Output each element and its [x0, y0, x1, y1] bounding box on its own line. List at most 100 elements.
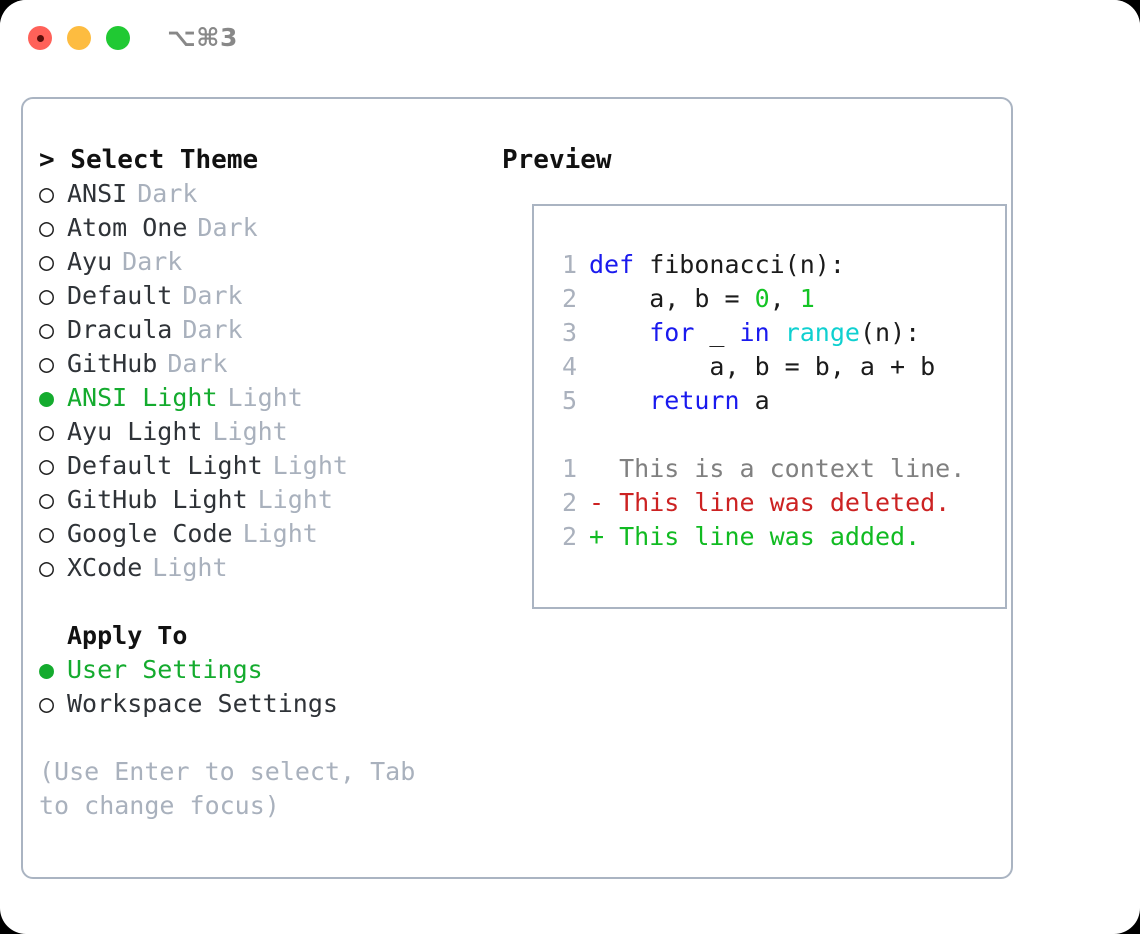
radio-unselected-icon[interactable]: ○ — [39, 689, 55, 718]
code-token: 0 — [754, 284, 770, 313]
theme-option-label: Default Light — [67, 451, 263, 480]
diff-line: 1 This is a context line. — [551, 452, 965, 486]
keyboard-hint-text: (Use Enter to select, Tab to change focu… — [39, 757, 416, 820]
code-token — [589, 318, 649, 347]
theme-option-category: Dark — [182, 315, 243, 344]
theme-option-category: Light — [257, 485, 333, 514]
close-button[interactable] — [28, 26, 52, 50]
theme-option-default[interactable]: ○ Default Dark — [39, 279, 489, 313]
code-token: a, b = — [589, 284, 755, 313]
diff-marker — [589, 454, 619, 483]
radio-unselected-icon[interactable]: ○ — [39, 451, 55, 480]
theme-option-category: Light — [227, 383, 303, 412]
code-token: fibonacci(n): — [634, 250, 845, 279]
theme-option-category: Light — [152, 553, 228, 582]
apply-to-heading: Apply To — [67, 621, 188, 650]
code-line: 3 for _ in range(n): — [551, 316, 965, 350]
code-token — [770, 318, 785, 347]
theme-option-label: ANSI — [67, 179, 128, 208]
line-number: 2 — [561, 522, 577, 551]
code-token: in — [739, 318, 770, 347]
theme-option-category: Light — [212, 417, 288, 446]
line-number: 2 — [561, 488, 577, 517]
list-spacer — [39, 585, 489, 619]
code-token: 1 — [799, 284, 815, 313]
code-line: 4 a, b = b, a + b — [551, 350, 965, 384]
radio-unselected-icon[interactable]: ○ — [39, 417, 55, 446]
theme-option-category: Dark — [122, 247, 183, 276]
theme-option-google-code[interactable]: ○ Google Code Light — [39, 517, 489, 551]
code-token: _ — [694, 318, 740, 347]
hint-spacer — [39, 721, 489, 755]
radio-selected-icon[interactable]: ● — [39, 383, 55, 412]
radio-unselected-icon[interactable]: ○ — [39, 213, 55, 242]
diff-marker: - — [589, 488, 620, 517]
theme-option-category: Dark — [182, 281, 243, 310]
code-token: def — [589, 250, 635, 279]
code-line: 1 def fibonacci(n): — [551, 248, 965, 282]
radio-unselected-icon[interactable]: ○ — [39, 349, 55, 378]
line-number: 3 — [561, 318, 577, 347]
radio-selected-icon[interactable]: ● — [39, 655, 55, 684]
diff-line: 2- This line was deleted. — [551, 486, 965, 520]
theme-option-default-light[interactable]: ○ Default Light Light — [39, 449, 489, 483]
radio-unselected-icon[interactable]: ○ — [39, 485, 55, 514]
radio-unselected-icon[interactable]: ○ — [39, 281, 55, 310]
code-line: 2 a, b = 0, 1 — [551, 282, 965, 316]
line-number: 1 — [561, 454, 577, 483]
theme-option-category: Light — [242, 519, 318, 548]
theme-option-category: Light — [272, 451, 348, 480]
theme-option-label: XCode — [67, 553, 143, 582]
theme-option-label: Default — [67, 281, 173, 310]
diff-line: 2+ This line was added. — [551, 520, 965, 554]
code-line: 5 return a — [551, 384, 965, 418]
theme-option-category: Dark — [167, 349, 228, 378]
keyboard-shortcut-label: ⌥⌘3 — [167, 23, 238, 52]
radio-unselected-icon[interactable]: ○ — [39, 553, 55, 582]
code-token: return — [649, 386, 740, 415]
preview-title: Preview — [502, 145, 612, 175]
line-number: 1 — [561, 250, 577, 279]
code-diff-separator — [551, 418, 965, 452]
theme-option-ansi[interactable]: ○ ANSI Dark — [39, 177, 489, 211]
theme-option-xcode[interactable]: ○ XCode Light — [39, 551, 489, 585]
theme-option-label: GitHub — [67, 349, 158, 378]
diff-text: This line was deleted. — [619, 488, 951, 517]
radio-unselected-icon[interactable]: ○ — [39, 247, 55, 276]
radio-unselected-icon[interactable]: ○ — [39, 179, 55, 208]
radio-unselected-icon[interactable]: ○ — [39, 315, 55, 344]
theme-option-label: Google Code — [67, 519, 233, 548]
theme-option-label: Atom One — [67, 213, 188, 242]
theme-option-github-light[interactable]: ○ GitHub Light Light — [39, 483, 489, 517]
apply-to-option-workspace-settings[interactable]: ○Workspace Settings — [39, 687, 489, 721]
theme-option-label: GitHub Light — [67, 485, 248, 514]
radio-unselected-icon[interactable]: ○ — [39, 519, 55, 548]
apply-to-option-list: ● User Settings ○Workspace Settings — [39, 653, 489, 721]
minimize-button[interactable] — [67, 26, 91, 50]
theme-option-category: Dark — [137, 179, 198, 208]
title-bar: ⌥⌘3 — [0, 0, 1140, 78]
line-number: 5 — [561, 386, 577, 415]
theme-picker-prompt: > Select Theme — [39, 145, 259, 175]
apply-to-option-label: User Settings — [67, 655, 263, 684]
line-number: 2 — [561, 284, 577, 313]
zoom-button[interactable] — [106, 26, 130, 50]
code-token: for — [649, 318, 695, 347]
code-token: range — [784, 318, 860, 347]
theme-option-github[interactable]: ○ GitHub Dark — [39, 347, 489, 381]
code-token: (n): — [859, 318, 921, 347]
apply-to-option-user-settings[interactable]: ● User Settings — [39, 653, 489, 687]
diff-marker: + — [589, 522, 620, 551]
